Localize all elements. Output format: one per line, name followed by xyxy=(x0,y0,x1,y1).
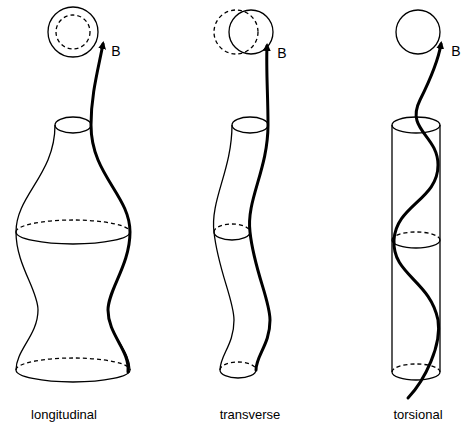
field-label: B xyxy=(277,46,286,60)
field-label: B xyxy=(451,44,460,58)
mode-label: longitudinal xyxy=(31,408,97,421)
mode-label: transverse xyxy=(220,408,281,421)
field-label: B xyxy=(111,44,120,58)
mode-label: torsional xyxy=(393,408,442,421)
